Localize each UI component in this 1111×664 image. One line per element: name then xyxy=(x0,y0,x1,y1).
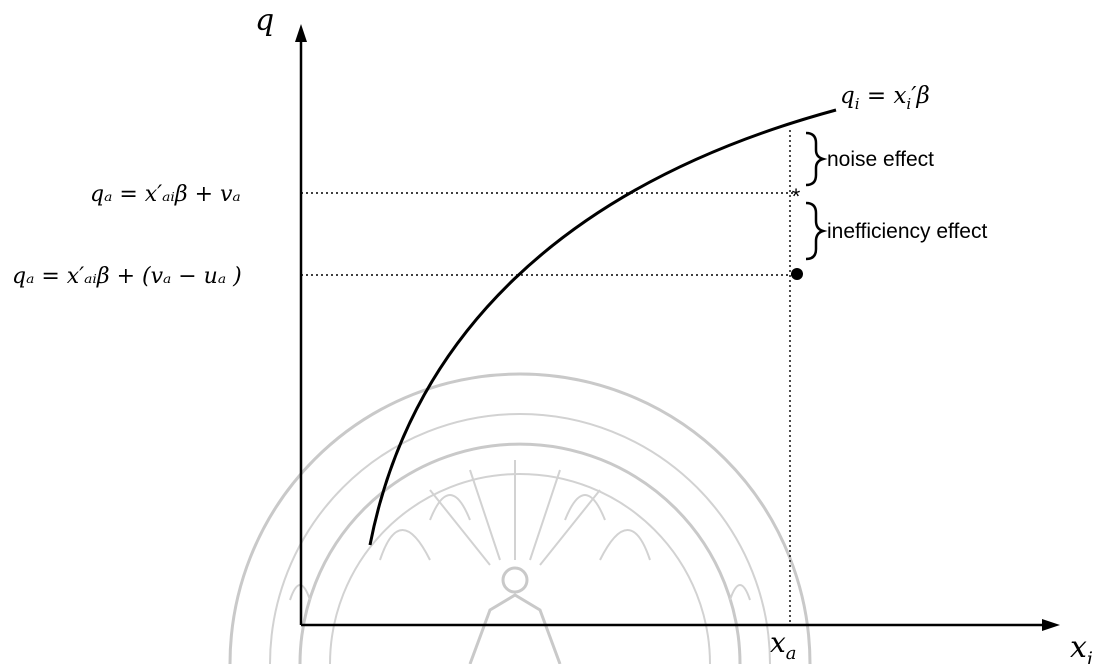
x-a-label-main: x xyxy=(770,626,786,659)
observed-point xyxy=(791,268,803,280)
curve-equation-label: qi = xi′β xyxy=(840,83,930,113)
inefficiency-brace xyxy=(805,201,828,261)
x-a-label-sub: a xyxy=(786,643,797,664)
upper-level-label: qₐ = x′ₐᵢβ + vₐ xyxy=(90,182,241,207)
watermark-seal xyxy=(228,372,812,664)
curve-label-tail: ′β xyxy=(911,83,930,109)
inefficiency-effect-label: inefficiency effect xyxy=(827,220,987,243)
curve-label-x-sub: i xyxy=(906,95,911,113)
x-axis-arrowhead xyxy=(1042,619,1060,631)
frontier-curve xyxy=(368,108,837,546)
curve-label-eq: = x xyxy=(860,83,907,109)
x-axis-label: xi xyxy=(1070,630,1093,664)
curve-label-q: q xyxy=(840,83,855,109)
x-axis-label-sub: i xyxy=(1087,648,1093,664)
axes xyxy=(295,24,1060,631)
y-axis-label: q xyxy=(255,3,274,38)
x-axis-label-main: x xyxy=(1070,630,1087,664)
x-a-label: xa xyxy=(770,626,797,664)
noise-star-marker: * xyxy=(792,184,801,209)
curve-label-q-sub: i xyxy=(855,95,860,113)
noise-effect-label: noise effect xyxy=(827,148,934,171)
y-axis-arrowhead xyxy=(295,24,307,42)
guide-lines xyxy=(301,130,795,625)
noise-brace xyxy=(805,131,828,187)
lower-level-label: qₐ = x′ₐᵢβ + (vₐ − uₐ ) xyxy=(12,264,242,289)
